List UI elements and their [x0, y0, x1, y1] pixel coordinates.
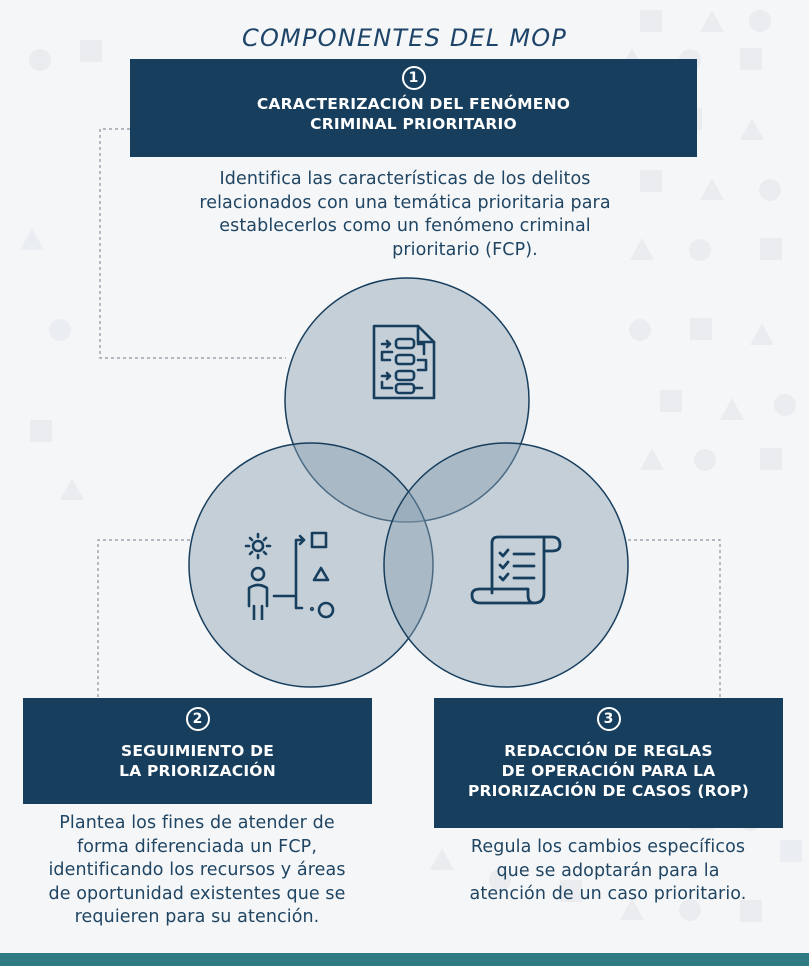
component-1-title-line: CARACTERIZACIÓN DEL FENÓMENO — [256, 95, 571, 113]
bottom-accent-bar — [0, 953, 809, 966]
page-title: COMPONENTES DEL MOP — [242, 24, 567, 52]
description-line: Regula los cambios específicos — [470, 837, 746, 857]
description-line: atención de un caso prioritario. — [469, 884, 747, 904]
component-2-header: 2 SEGUIMIENTO DE LA PRIORIZACIÓN — [23, 698, 372, 804]
component-1-header: 1 CARACTERIZACIÓN DEL FENÓMENO CRIMINAL … — [130, 59, 697, 157]
venn-circle-2 — [188, 442, 434, 688]
component-2-title-line: SEGUIMIENTO DE — [121, 742, 274, 760]
component-2-title-line: LA PRIORIZACIÓN — [119, 762, 276, 780]
component-1-number: 1 — [401, 66, 426, 90]
description-line: prioritario (FCP). — [392, 239, 538, 260]
description-line: de oportunidad existentes que se — [48, 883, 346, 904]
description-line: identificando los recursos y áreas — [48, 860, 346, 880]
component-3-header: 3 REDACCIÓN DE REGLAS DE OPERACIÓN PARA … — [434, 698, 783, 828]
component-2-number: 2 — [185, 707, 210, 731]
component-3-title-line: REDACCIÓN DE REGLAS — [504, 742, 713, 760]
description-line: que se adoptarán para la — [496, 860, 720, 881]
description-line: requieren para su atención. — [74, 907, 320, 927]
document-flow-icon — [372, 324, 436, 400]
component-3-number: 3 — [596, 707, 621, 731]
component-3-title-line: DE OPERACIÓN PARA LA — [501, 762, 716, 780]
description-line: relacionados con una temática prioritari… — [199, 192, 611, 213]
description-line: Identifica las características de los de… — [219, 169, 591, 189]
person-options-icon — [244, 531, 335, 620]
component-1-description: Identifica las características de los de… — [150, 168, 660, 262]
checklist-scroll-icon — [470, 535, 562, 605]
component-1-title-line: CRIMINAL PRIORITARIO — [310, 115, 517, 133]
description-line: establecerlos como un fenómeno criminal — [219, 216, 591, 236]
description-line: Plantea los fines de atender de — [59, 813, 335, 833]
component-3-title-line: PRIORIZACIÓN DE CASOS (ROP) — [467, 782, 750, 800]
description-line: forma diferenciada un FCP, — [76, 836, 317, 857]
venn-circle-1 — [284, 277, 530, 523]
component-3-description: Regula los cambios específicos que se ad… — [425, 836, 791, 907]
component-2-description: Plantea los fines de atender de forma di… — [14, 812, 380, 930]
